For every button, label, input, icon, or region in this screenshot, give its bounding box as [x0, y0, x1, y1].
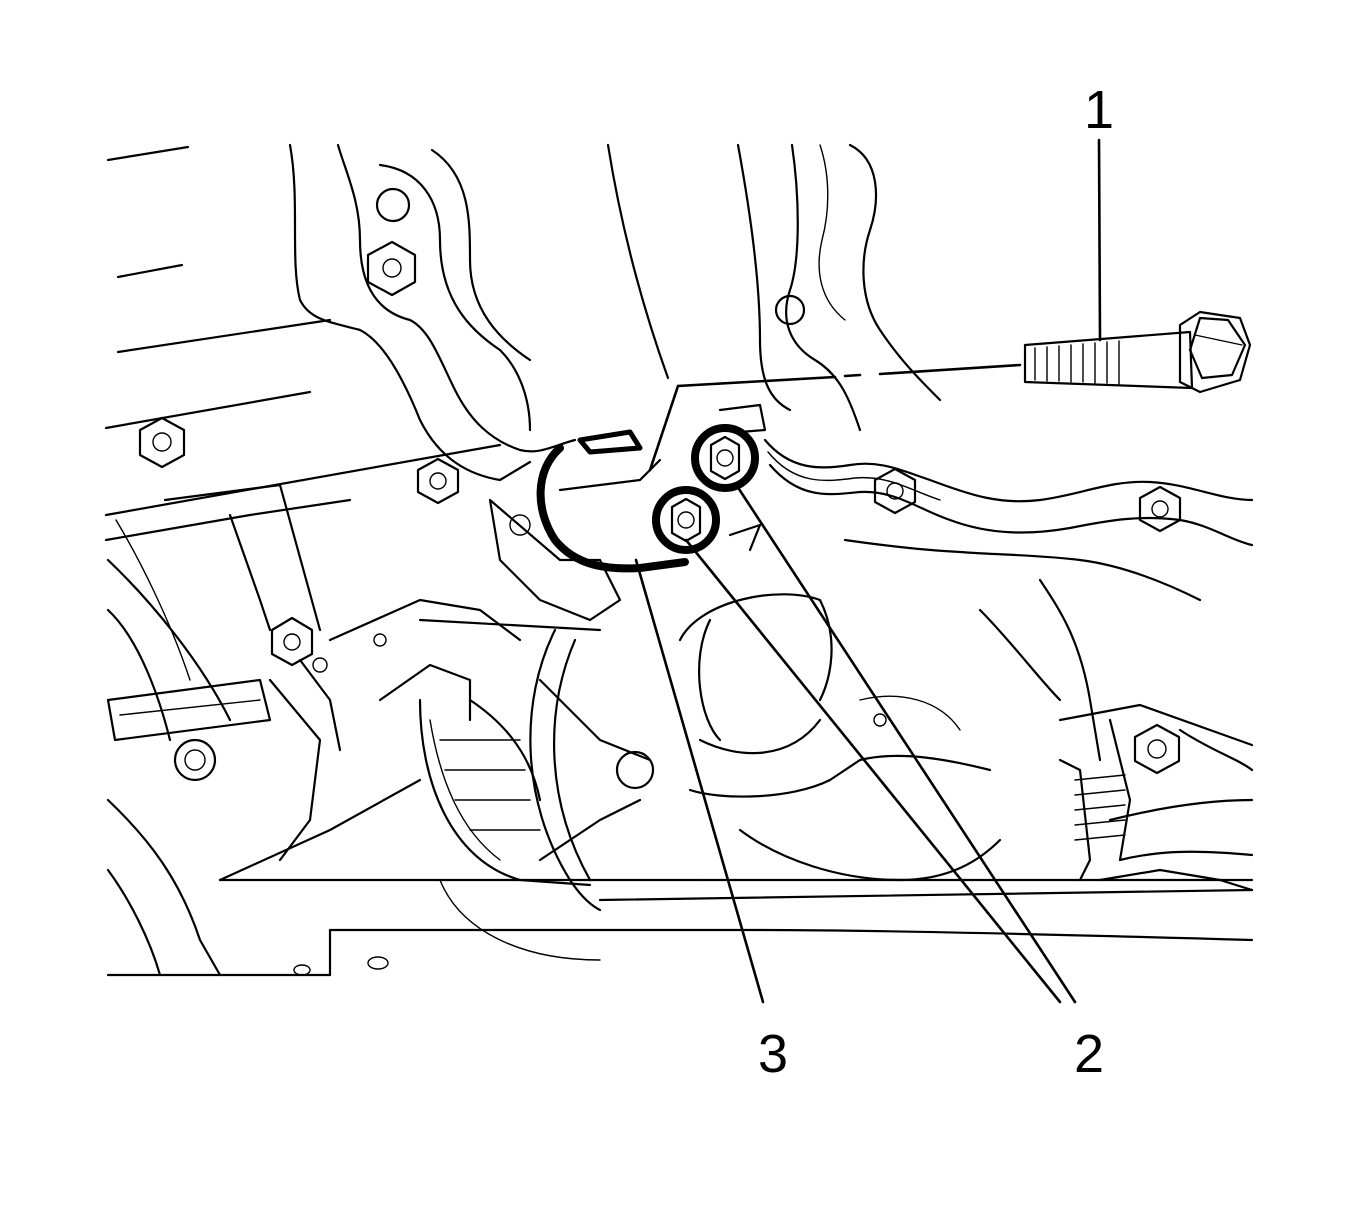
mount-bolt-upper: [691, 424, 759, 492]
flywheel: [418, 628, 655, 912]
bolt-hole-right: [774, 294, 806, 326]
bottom-frame: [106, 778, 1254, 977]
leader-1: [1097, 138, 1102, 342]
hex-bolt-lower-left: [270, 616, 314, 667]
installation-line: [648, 363, 1022, 472]
bolt-shank: [1023, 330, 1194, 390]
oil-filter-housing: [678, 593, 1002, 882]
hex-bolt-right: [1133, 723, 1181, 775]
mount-bolt-lower: [652, 486, 720, 554]
callout-2: 2: [1074, 1024, 1104, 1084]
upper-housing: [288, 143, 942, 482]
left-bracket: [106, 678, 272, 742]
left-structure: [104, 443, 502, 977]
hex-bolt-pan-1: [873, 467, 917, 515]
leader-3: [634, 558, 765, 1004]
left-sensor: [173, 738, 217, 782]
hex-bolt-mid: [416, 457, 460, 505]
bolt-hole-upper: [375, 187, 411, 223]
mount-bolts-2: [652, 403, 767, 554]
left-ridge-lines: [104, 145, 332, 430]
callout-3: 3: [758, 1024, 788, 1084]
leader-2a: [684, 538, 1062, 1004]
mid-bracket: [328, 498, 622, 722]
callout-1: 1: [1084, 80, 1114, 140]
oil-pan-rail: [763, 438, 1254, 602]
transmission-bracket-highlight: [536, 429, 689, 573]
hex-bolt-left: [138, 416, 186, 469]
flywheel-bolt: [615, 750, 655, 790]
hex-bolt-pan-2: [1138, 485, 1182, 533]
leader-lines: [634, 138, 1102, 1004]
hex-bolt-upper: [366, 240, 417, 297]
right-subframe: [978, 578, 1254, 892]
bolt-head: [1178, 310, 1252, 394]
exploded-bolt-1: [1023, 310, 1252, 394]
leader-2b: [735, 484, 1077, 1004]
